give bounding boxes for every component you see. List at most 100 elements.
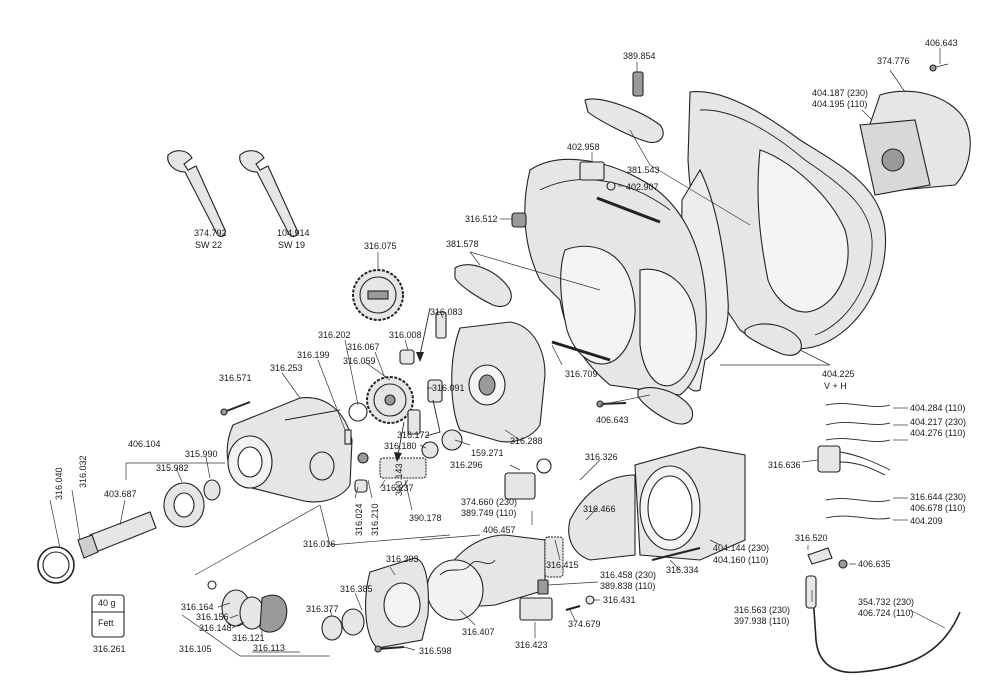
label-381578: 381.578 bbox=[446, 239, 479, 249]
label-316296: 316.296 bbox=[450, 460, 483, 470]
spindle-assembly bbox=[37, 479, 221, 584]
label-316016: 316.016 bbox=[303, 539, 336, 549]
label-316326: 316.326 bbox=[585, 452, 618, 462]
label-381543: 381.543 bbox=[627, 165, 660, 175]
label-354732: 354.732 (230) bbox=[858, 597, 914, 607]
label-316423: 316.423 bbox=[515, 640, 548, 650]
grease-quantity: 40 g bbox=[98, 598, 116, 608]
label-316113: 316.113 bbox=[253, 643, 285, 653]
label-406724: 406.724 (110) bbox=[858, 608, 913, 618]
small-parts-top bbox=[511, 63, 949, 408]
label-316024: 316.024 bbox=[354, 503, 364, 536]
label-406635: 406.635 bbox=[858, 559, 891, 569]
label-316008: 316.008 bbox=[389, 330, 422, 340]
label-316512: 316.512 bbox=[465, 214, 498, 224]
label-404217: 404.217 (230) bbox=[910, 417, 966, 427]
label-316393: 316.393 bbox=[386, 554, 419, 564]
label-316067: 316.067 bbox=[347, 342, 380, 352]
label-402958: 402.958 bbox=[567, 142, 600, 152]
label-316334: 316.334 bbox=[666, 565, 699, 575]
handle-grips bbox=[454, 98, 802, 425]
label-316288: 316.288 bbox=[510, 436, 543, 446]
label-404225: 404.225 bbox=[822, 369, 855, 379]
intermediate-flange bbox=[451, 321, 546, 443]
label-316091: 316.091 bbox=[432, 383, 465, 393]
label-389749: 389.749 (110) bbox=[461, 508, 516, 518]
label-316466: 316.466 bbox=[583, 504, 616, 514]
wrench-sw19-icon bbox=[239, 150, 298, 238]
label-390143: 390.143 bbox=[394, 463, 404, 496]
label-390178: 390.178 bbox=[409, 513, 442, 523]
label-159271: 159.271 bbox=[471, 448, 504, 458]
label-374660: 374.660 (230) bbox=[461, 497, 517, 507]
label-316164: 316.164 bbox=[181, 602, 214, 612]
label-374776: 374.776 bbox=[877, 56, 910, 66]
arrows bbox=[394, 307, 431, 462]
label-316040: 316.040 bbox=[54, 467, 64, 500]
label-397938: 397.938 (110) bbox=[734, 616, 789, 626]
label-104914: 104.914 bbox=[277, 228, 310, 238]
label-389854: 389.854 bbox=[623, 51, 656, 61]
label-403687: 403.687 bbox=[104, 489, 137, 499]
label-404195: 404.195 (110) bbox=[812, 99, 867, 109]
label-vh: V + H bbox=[824, 381, 847, 391]
fan-baffle bbox=[568, 474, 636, 561]
label-316253: 316.253 bbox=[270, 363, 303, 373]
gearbox-housing bbox=[226, 397, 353, 503]
label-316377: 316.377 bbox=[306, 604, 339, 614]
label-316431: 316.431 bbox=[603, 595, 636, 605]
wrench-sw22-icon bbox=[167, 150, 226, 238]
label-316458: 316.458 (230) bbox=[600, 570, 656, 580]
selector-knob bbox=[207, 580, 288, 633]
stator-field bbox=[634, 446, 746, 561]
grease-container bbox=[91, 594, 125, 638]
label-316415: 316.415 bbox=[546, 560, 579, 570]
grease-label: Fett bbox=[98, 618, 114, 628]
label-316636: 316.636 bbox=[768, 460, 801, 470]
label-404160: 404.160 (110) bbox=[713, 555, 768, 565]
label-316032: 316.032 bbox=[78, 455, 88, 488]
leader-lines bbox=[49, 48, 946, 657]
label-402907: 402.907 bbox=[626, 182, 659, 192]
label-316156: 316.156 bbox=[196, 612, 229, 622]
label-316121: 316.121 bbox=[232, 633, 265, 643]
label-315990: 315.990 bbox=[185, 449, 218, 459]
label-316210: 316.210 bbox=[370, 503, 380, 536]
label-316598: 316.598 bbox=[419, 646, 452, 656]
label-406104: 406.104 bbox=[128, 439, 161, 449]
label-374679: 374.679 bbox=[568, 619, 601, 629]
label-404276: 404.276 (110) bbox=[910, 428, 965, 438]
label-404144: 404.144 (230) bbox=[713, 543, 769, 553]
front-handle-shell bbox=[524, 158, 707, 396]
label-316083: 316.083 bbox=[430, 307, 463, 317]
side-cover-plate bbox=[859, 90, 971, 196]
label-389838: 389.838 (110) bbox=[600, 581, 655, 591]
bearing-plate bbox=[365, 557, 429, 649]
small-motor-parts bbox=[321, 458, 595, 653]
label-316237: 316.237 bbox=[381, 483, 414, 493]
label-316563: 316.563 (230) bbox=[734, 605, 790, 615]
label-316261: 316.261 bbox=[93, 644, 126, 654]
label-316105: 316.105 bbox=[179, 644, 212, 654]
label-404187: 404.187 (230) bbox=[812, 88, 868, 98]
label-316385: 316.385 bbox=[340, 584, 373, 594]
label-316148: 316.148 bbox=[199, 623, 232, 633]
label-sw19: SW 19 bbox=[278, 240, 305, 250]
label-sw22: SW 22 bbox=[195, 240, 222, 250]
label-315982: 315.982 bbox=[156, 463, 189, 473]
label-406678: 406.678 (110) bbox=[910, 503, 965, 513]
label-406643-top: 406.643 bbox=[925, 38, 958, 48]
label-374792: 374.792 bbox=[194, 228, 227, 238]
label-406643-mid: 406.643 bbox=[596, 415, 629, 425]
label-316075: 316.075 bbox=[364, 241, 397, 251]
label-316644: 316.644 (230) bbox=[910, 492, 966, 502]
part-number-labels: 389.854 406.643 374.776 404.187 (230) 40… bbox=[54, 38, 966, 656]
gear-316075-icon bbox=[352, 269, 404, 321]
label-316199: 316.199 bbox=[297, 350, 330, 360]
label-316180: 316.180 bbox=[384, 441, 417, 451]
label-316709: 316.709 bbox=[565, 369, 598, 379]
small-gear-parts bbox=[220, 311, 463, 493]
label-404209: 404.209 bbox=[910, 516, 943, 526]
label-404284: 404.284 (110) bbox=[910, 403, 965, 413]
